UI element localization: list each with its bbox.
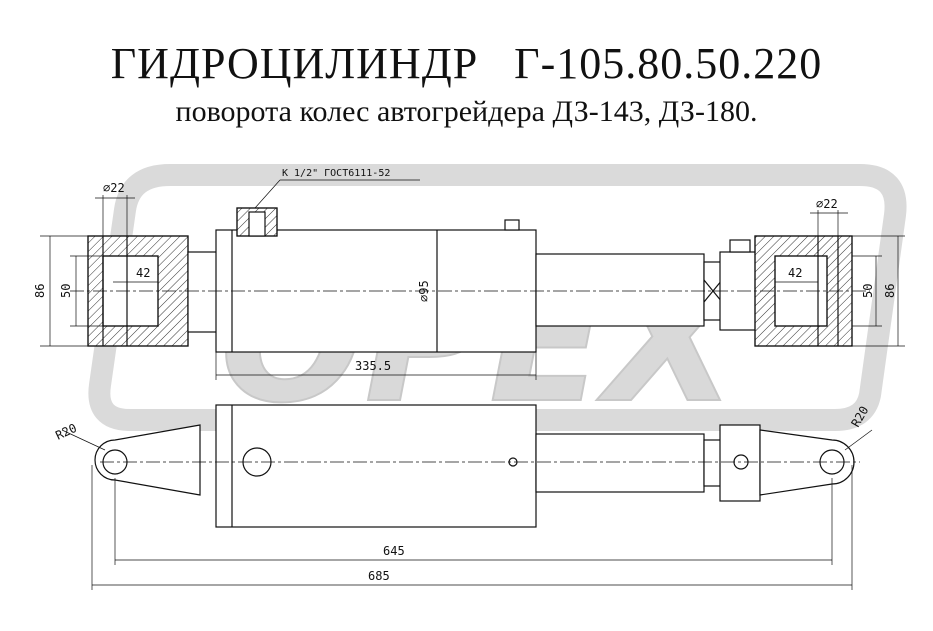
bore-diameter-label: ⌀95 — [417, 280, 431, 302]
drawing-subtitle: поворота колес автогрейдера ДЗ-143, ДЗ-1… — [175, 95, 758, 128]
eye-left-label: 42 — [136, 266, 150, 280]
pin-diameter-left-label: ⌀22 — [103, 181, 125, 195]
overall-length-label: 685 — [368, 569, 390, 583]
height-right-outer-label: 86 — [883, 284, 897, 298]
pin-centers-label: 645 — [383, 544, 405, 558]
height-right-inner-label: 50 — [861, 284, 875, 298]
drawing-title: ГИДРОЦИЛИНДР Г-105.80.50.220 — [110, 39, 823, 88]
thread-note-label: К 1/2" ГОСТ6111-52 — [282, 168, 390, 179]
pin-diameter-right-label: ⌀22 — [816, 197, 838, 211]
eye-right-label: 42 — [788, 266, 802, 280]
height-left-outer-label: 86 — [33, 284, 47, 298]
height-left-inner-label: 50 — [59, 284, 73, 298]
barrel-length-label: 335.5 — [355, 359, 391, 373]
radius-left-label: R20 — [53, 421, 79, 443]
